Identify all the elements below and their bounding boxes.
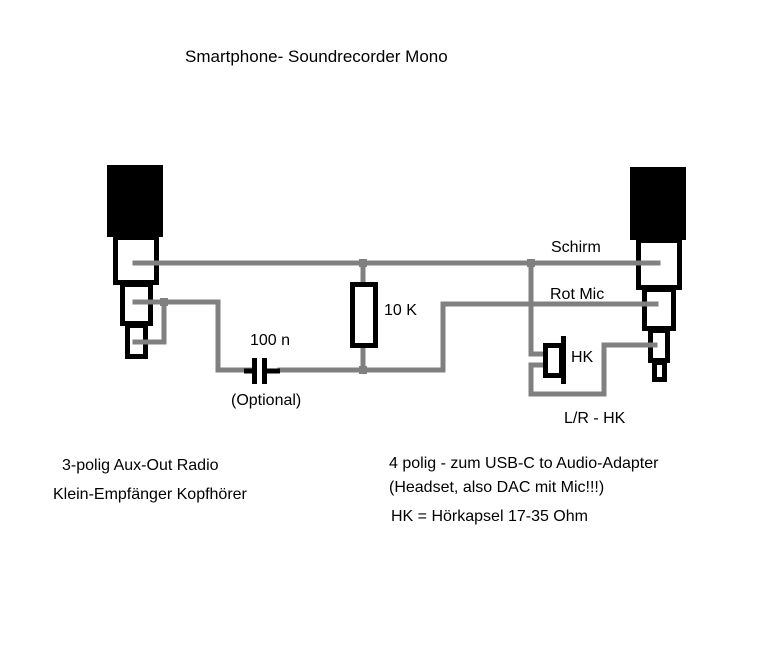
capacitor-plate-left — [252, 358, 257, 384]
label-capacitor: 100 n — [250, 332, 291, 349]
label-mic: Rot Mic — [550, 286, 605, 303]
label-shield: Schirm — [551, 239, 601, 256]
label-earpiece: HK — [571, 349, 594, 366]
note-left-line2: Klein-Empfänger Kopfhörer — [53, 486, 247, 503]
note-right-line2: (Headset, also DAC mit Mic!!!) — [389, 479, 605, 496]
left-jack-sleeve — [113, 235, 159, 285]
wires — [132, 260, 661, 397]
wire-shield-to-hk — [528, 260, 548, 357]
page-title: Smartphone- Soundrecorder Mono — [185, 47, 448, 66]
junction-left — [160, 298, 168, 306]
wire-signal-to-cap — [161, 299, 255, 373]
label-resistor: 10 K — [384, 302, 417, 319]
right-jack-4pole — [630, 167, 686, 382]
label-lr: L/R - HK — [564, 410, 626, 427]
right-jack-ring2 — [642, 287, 676, 331]
junction-shield — [527, 259, 535, 267]
capacitor-100n — [244, 358, 280, 384]
capacitor-plate-right — [262, 358, 267, 384]
wire-mic — [360, 301, 659, 373]
right-jack-head — [630, 167, 686, 240]
left-jack-head — [107, 165, 163, 237]
label-capacitor-note: (Optional) — [231, 392, 302, 409]
note-right-line1: 4 polig - zum USB-C to Audio-Adapter — [389, 455, 659, 472]
resistor-10k — [350, 282, 378, 348]
junction-res-bottom — [359, 366, 367, 374]
right-jack-tip — [652, 360, 667, 382]
wire-hk-to-lr — [528, 342, 658, 397]
junction-res-top — [359, 259, 367, 267]
note-left-line1: 3-polig Aux-Out Radio — [62, 457, 219, 474]
junctions — [160, 259, 535, 374]
note-right-line3: HK = Hörkapsel 17-35 Ohm — [391, 508, 588, 525]
wire-left-bridge — [132, 299, 167, 345]
earpiece-hk-icon — [543, 336, 566, 384]
